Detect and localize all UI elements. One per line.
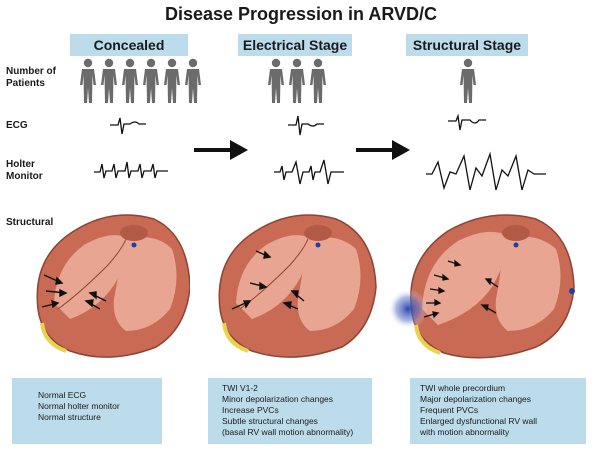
stage-header-electrical: Electrical Stage	[238, 34, 352, 56]
list-item: Normal structure	[38, 412, 101, 422]
ecg-trace-electrical	[288, 115, 324, 136]
patient-figure-icon	[266, 58, 286, 104]
heart-concealed	[36, 214, 190, 358]
progression-arrow-1	[194, 140, 248, 160]
diagram-title: Disease Progression in ARVD/C	[164, 4, 438, 24]
patient-figure-icon	[162, 58, 182, 104]
patient-figure-icon	[78, 58, 98, 104]
list-item: TWI V1-2	[222, 383, 258, 393]
stage-header-concealed: Concealed	[70, 34, 188, 56]
list-item: Normal holter monitor	[38, 401, 120, 411]
findings-list-structural: TWI whole precordium Major depolarizatio…	[420, 383, 586, 438]
row-label-ecg: ECG	[6, 120, 28, 131]
patient-figure-icon	[458, 58, 478, 104]
patient-figure-icon	[308, 58, 328, 104]
list-item: Enlarged dysfunctional RV wall	[420, 416, 538, 426]
findings-structural: TWI whole precordium Major depolarizatio…	[410, 378, 586, 444]
heart-structural	[388, 214, 575, 359]
patients-concealed	[78, 58, 203, 104]
ecg-trace-concealed	[110, 117, 146, 135]
findings-electrical: TWI V1-2 Minor depolarization changes In…	[208, 378, 372, 444]
list-item: (basal RV wall motion abnormality)	[222, 427, 354, 437]
patient-figure-icon	[287, 58, 307, 104]
row-label-holter: Holter Monitor	[6, 159, 43, 182]
findings-list-concealed: Normal ECG Normal holter monitor Normal …	[38, 390, 162, 423]
list-item: Normal ECG	[38, 390, 87, 400]
patients-electrical	[266, 58, 328, 104]
row-label-patients: Number of Patients	[6, 66, 56, 89]
findings-list-electrical: TWI V1-2 Minor depolarization changes In…	[222, 383, 372, 438]
patient-figure-icon	[183, 58, 203, 104]
holter-trace-structural	[426, 151, 546, 191]
patient-figure-icon	[99, 58, 119, 104]
row-label-structural: Structural	[6, 217, 54, 228]
list-item: with motion abnormality	[420, 427, 510, 437]
list-item: Increase PVCs	[222, 405, 279, 415]
stage-header-structural: Structural Stage	[406, 34, 528, 56]
findings-concealed: Normal ECG Normal holter monitor Normal …	[12, 378, 162, 444]
list-item: Minor depolarization changes	[222, 394, 334, 404]
ecg-trace-structural	[448, 113, 486, 131]
list-item: TWI whole precordium	[420, 383, 506, 393]
heart-electrical	[218, 214, 377, 358]
list-item: Major depolarization changes	[420, 394, 532, 404]
patient-figure-icon	[120, 58, 140, 104]
progression-arrow-2	[356, 140, 410, 160]
holter-trace-concealed	[94, 161, 168, 179]
patients-structural	[458, 58, 478, 104]
patient-figure-icon	[141, 58, 161, 104]
list-item: Frequent PVCs	[420, 405, 479, 415]
holter-trace-electrical	[274, 159, 344, 185]
list-item: Subtle structural changes	[222, 416, 318, 426]
